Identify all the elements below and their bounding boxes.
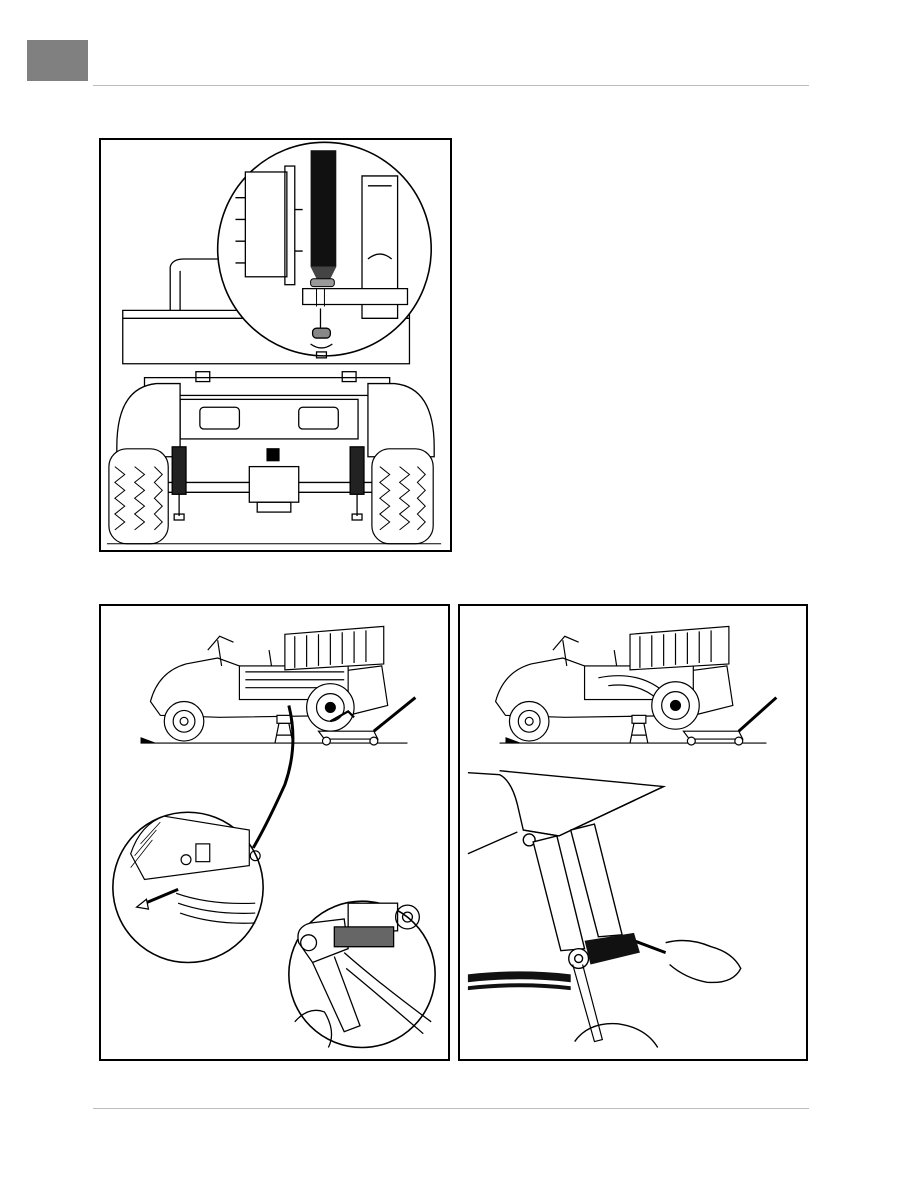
rear-axle-shock-illustration <box>101 140 450 550</box>
figure-shackle-bolt-removal <box>458 604 808 1061</box>
wrench-shackle-illustration <box>460 606 806 1059</box>
vehicle-on-jack-stands-illustration <box>101 606 448 1059</box>
footer-rule <box>93 1108 809 1109</box>
figure-rear-shock-mount <box>99 138 452 552</box>
header-rule <box>93 85 809 86</box>
figure-leaf-spring-front-eye <box>99 604 450 1061</box>
section-tab <box>27 40 88 81</box>
